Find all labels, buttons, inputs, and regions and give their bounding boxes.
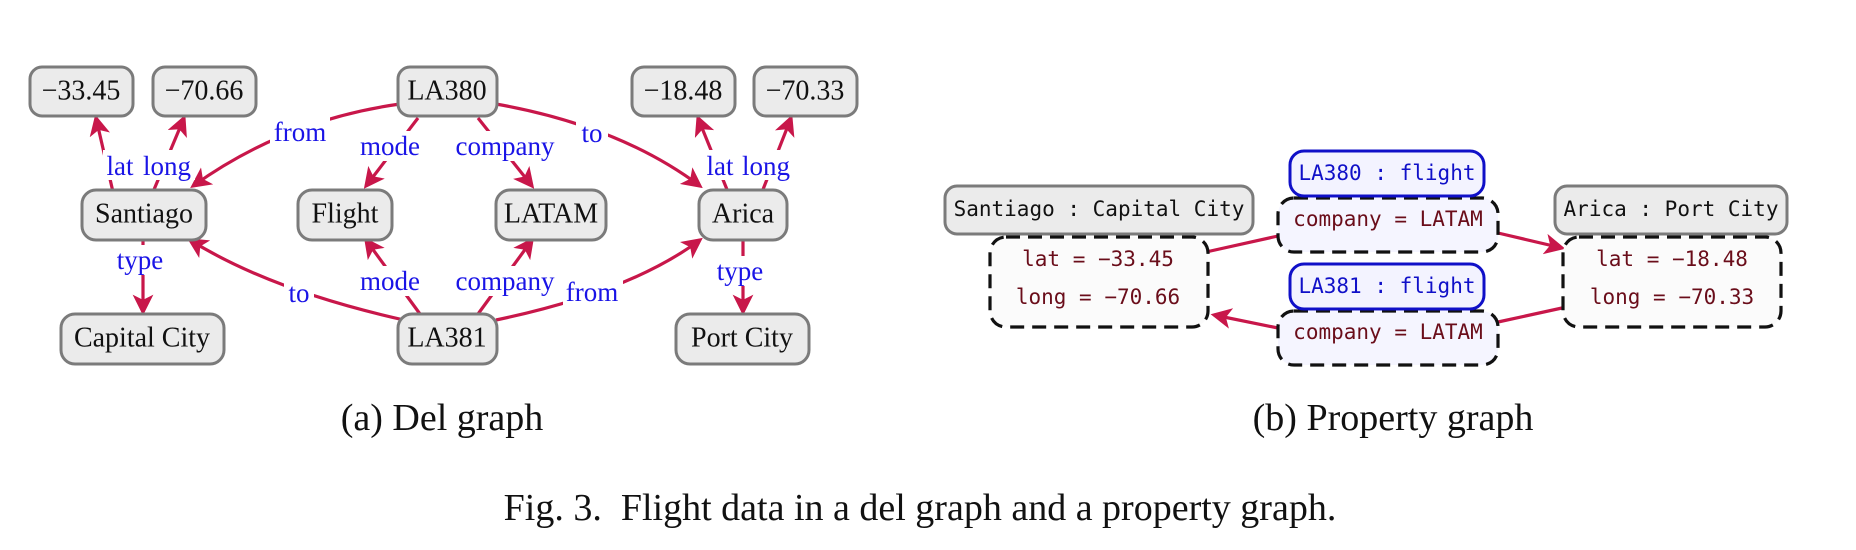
edge-label-company: company <box>456 131 555 161</box>
svg-text:lat = −18.48: lat = −18.48 <box>1596 247 1748 271</box>
del-graph-caption: (a) Del graph <box>341 397 544 439</box>
edge-label-company: company <box>456 266 555 296</box>
svg-text:long = −70.66: long = −70.66 <box>1016 285 1180 309</box>
del-graph-edge-labels: lat long from mode company to lat long t… <box>103 117 795 308</box>
svg-text:Santiago: Santiago <box>95 199 193 230</box>
edge-label-from: from <box>566 277 618 307</box>
edge-label-type: type <box>717 256 764 286</box>
node-port-city: Port City <box>674 312 811 366</box>
node-value-m1848: −18.48 <box>630 65 737 118</box>
pg-santiago-properties: lat = −33.45 long = −70.66 <box>988 235 1210 329</box>
figure-caption: Fig. 3. Flight data in a del graph and a… <box>504 487 1337 529</box>
edge-label-mode: mode <box>360 131 420 161</box>
svg-text:Port City: Port City <box>691 323 793 354</box>
pg-edge-la380-arica <box>1497 231 1566 255</box>
node-flight: Flight <box>296 188 394 242</box>
pg-santiago-header: Santiago : Capital City <box>943 184 1255 236</box>
edge-label-long: long <box>742 151 790 181</box>
node-la380: LA380 <box>396 65 499 118</box>
svg-text:LA381: LA381 <box>407 323 486 354</box>
edge-label-lat: lat <box>707 151 734 181</box>
svg-text:−70.33: −70.33 <box>766 76 845 107</box>
svg-text:−70.66: −70.66 <box>165 76 244 107</box>
node-la381: LA381 <box>396 312 499 366</box>
svg-text:company = LATAM: company = LATAM <box>1293 207 1483 231</box>
node-santiago: Santiago <box>80 188 208 242</box>
node-value-m7033: −70.33 <box>752 65 859 118</box>
svg-text:Flight: Flight <box>312 199 379 230</box>
node-latam: LATAM <box>494 188 608 242</box>
edge-la381-santiago <box>187 238 405 322</box>
pg-edge-arica-la381 <box>1497 306 1563 324</box>
edge-label-from: from <box>274 117 326 147</box>
pg-arica-properties: lat = −18.48 long = −70.33 <box>1561 235 1783 329</box>
edge-label-lat: lat <box>107 151 134 181</box>
svg-text:Santiago : Capital City: Santiago : Capital City <box>954 197 1245 221</box>
svg-text:LATAM: LATAM <box>504 199 598 230</box>
edge-label-to: to <box>581 118 602 148</box>
property-graph-edges <box>1205 231 1566 330</box>
pg-la380-header: LA380 : flight <box>1288 149 1486 198</box>
svg-text:company = LATAM: company = LATAM <box>1293 320 1483 344</box>
edge-label-long: long <box>143 151 191 181</box>
svg-text:lat = −33.45: lat = −33.45 <box>1022 247 1174 271</box>
node-value-m7066: −70.66 <box>151 65 258 118</box>
edge-label-mode: mode <box>360 266 420 296</box>
pg-edge-la381-santiago <box>1210 308 1279 330</box>
property-graph-caption: (b) Property graph <box>1253 397 1534 439</box>
pg-la380-properties: company = LATAM <box>1276 196 1500 254</box>
svg-text:Capital City: Capital City <box>74 323 210 354</box>
node-capital-city: Capital City <box>59 312 226 366</box>
svg-text:Arica: Arica <box>712 199 775 230</box>
pg-edge-santiago-la380 <box>1205 234 1279 254</box>
svg-text:−18.48: −18.48 <box>644 76 723 107</box>
node-value-m3345: −33.45 <box>28 65 135 118</box>
svg-text:long = −70.33: long = −70.33 <box>1590 285 1754 309</box>
node-arica: Arica <box>697 188 789 242</box>
svg-text:LA380 : flight: LA380 : flight <box>1298 161 1475 185</box>
pg-arica-header: Arica : Port City <box>1553 184 1789 236</box>
svg-text:Arica : Port City: Arica : Port City <box>1564 197 1779 221</box>
svg-text:LA380: LA380 <box>407 76 486 107</box>
edge-la380-arica <box>495 102 703 189</box>
del-graph-nodes: −33.45 −70.66 LA380 −18.48 −70.33 Santia… <box>28 65 859 366</box>
edge-label-type: type <box>117 245 164 275</box>
pg-la381-header: LA381 : flight <box>1288 262 1486 311</box>
svg-text:−33.45: −33.45 <box>42 76 121 107</box>
pg-la381-properties: company = LATAM <box>1276 309 1500 367</box>
edge-label-to: to <box>288 278 309 308</box>
svg-text:LA381 : flight: LA381 : flight <box>1298 274 1475 298</box>
